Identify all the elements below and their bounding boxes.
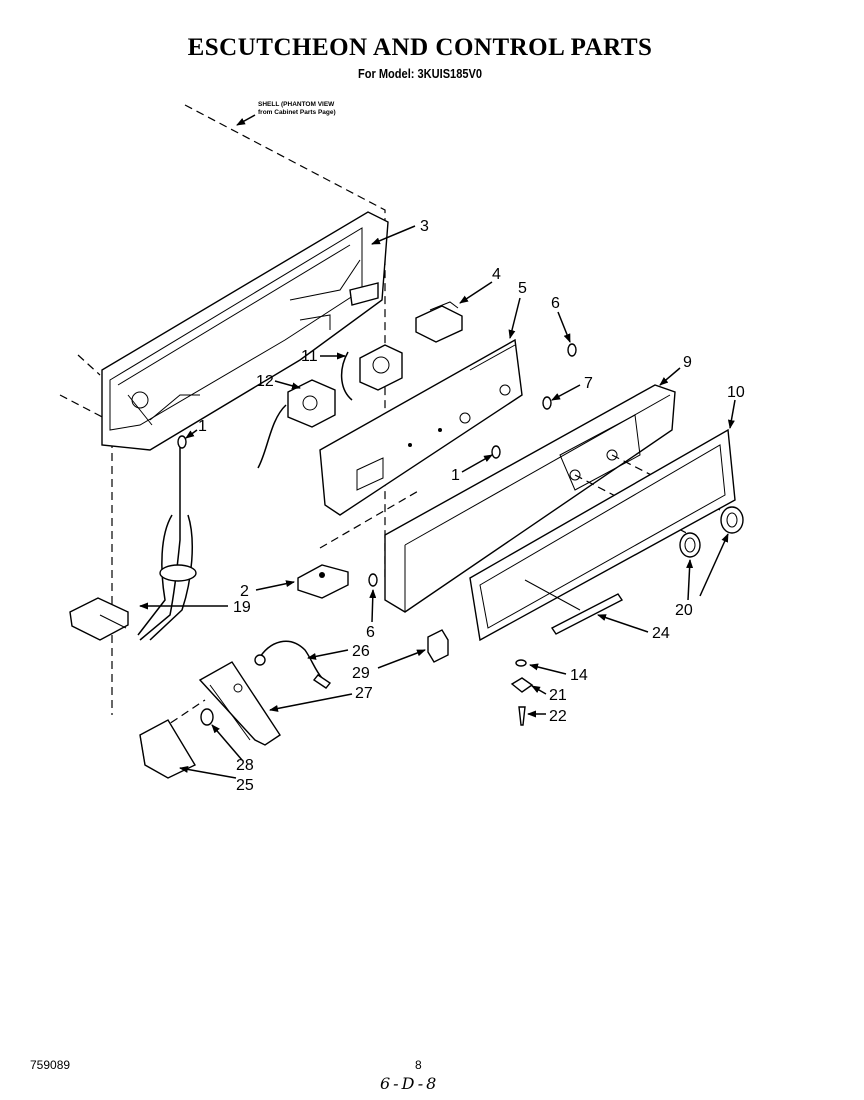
leader-lines bbox=[139, 225, 736, 779]
screws bbox=[177, 343, 577, 587]
callout-3: 3 bbox=[420, 218, 429, 235]
shell-note: SHELL (PHANTOM VIEW from Cabinet Parts P… bbox=[258, 101, 336, 117]
callout-20: 20 bbox=[675, 602, 693, 619]
callout-25: 25 bbox=[236, 777, 254, 794]
callout-21: 21 bbox=[549, 687, 567, 704]
callout-26: 26 bbox=[352, 643, 370, 660]
console-back-panel bbox=[101, 211, 389, 451]
control-knobs bbox=[679, 506, 744, 558]
trim-strip bbox=[524, 579, 624, 635]
callout-4: 4 bbox=[492, 266, 501, 283]
page-title: ESCUTCHEON AND CONTROL PARTS bbox=[187, 34, 653, 61]
callout-5: 5 bbox=[518, 280, 527, 297]
lamp-bracket bbox=[159, 661, 281, 746]
callout-1-center: 1 bbox=[451, 467, 460, 484]
callout-10: 10 bbox=[727, 384, 745, 401]
callout-29: 29 bbox=[352, 665, 370, 682]
callout-labels: 3 4 5 6 9 10 11 12 7 1 1 2 19 6 20 24 26… bbox=[198, 218, 745, 794]
callout-1-left: 1 bbox=[198, 418, 207, 435]
callout-12: 12 bbox=[256, 373, 274, 390]
escutcheon bbox=[384, 384, 721, 613]
overlay-panel bbox=[469, 428, 736, 642]
switch-part-4 bbox=[415, 301, 463, 343]
thermostat-part-2 bbox=[297, 564, 349, 599]
shell-note-line1: SHELL (PHANTOM VIEW bbox=[258, 101, 335, 108]
callout-2: 2 bbox=[240, 583, 249, 600]
valve-part-12 bbox=[257, 379, 336, 469]
callout-14: 14 bbox=[570, 667, 588, 684]
callout-24: 24 bbox=[652, 625, 670, 642]
valve-part-11 bbox=[340, 344, 403, 401]
callout-11: 11 bbox=[301, 348, 318, 365]
fastener-hardware bbox=[510, 659, 534, 726]
callout-7: 7 bbox=[584, 375, 593, 392]
mounting-bracket bbox=[319, 338, 523, 549]
wiring-harness bbox=[69, 445, 197, 641]
model-subtitle: For Model: 3KUIS185V0 bbox=[357, 66, 483, 81]
light-socket bbox=[254, 640, 332, 689]
callout-9: 9 bbox=[683, 354, 692, 371]
document-number: 759089 bbox=[30, 1058, 71, 1072]
page-number: 8 bbox=[415, 1058, 422, 1072]
callout-27: 27 bbox=[355, 685, 373, 702]
clip-part-29 bbox=[427, 629, 449, 663]
handwritten-note: 6-D-8 bbox=[380, 1074, 440, 1093]
callout-28: 28 bbox=[236, 757, 254, 774]
callout-6-lower: 6 bbox=[366, 624, 375, 641]
shell-note-line2: from Cabinet Parts Page) bbox=[258, 109, 336, 116]
callout-22: 22 bbox=[549, 708, 567, 725]
callout-6-upper: 6 bbox=[551, 295, 560, 312]
callout-19: 19 bbox=[233, 599, 251, 616]
